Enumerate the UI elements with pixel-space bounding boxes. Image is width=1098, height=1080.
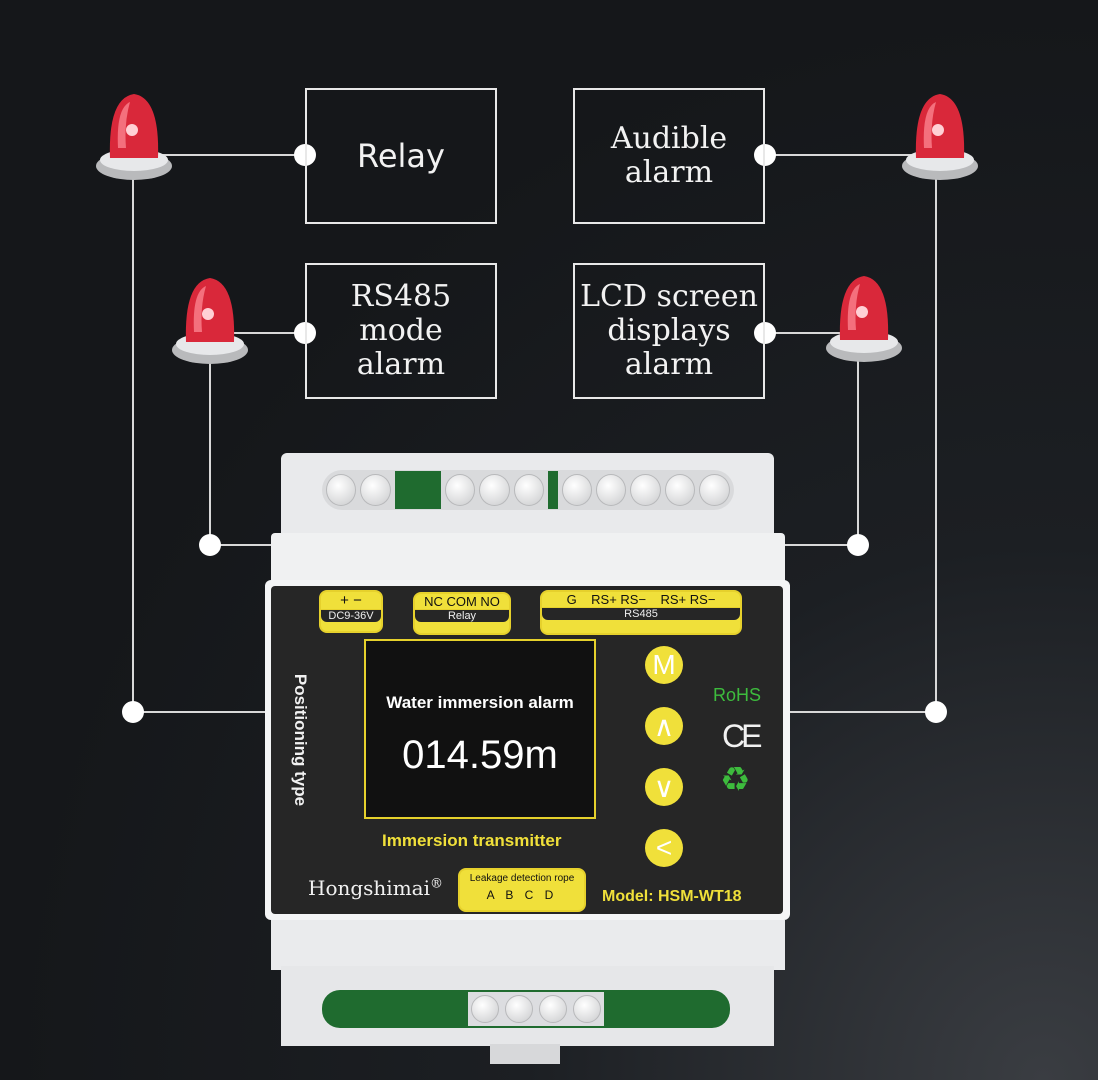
- down-button[interactable]: ∨: [645, 768, 683, 806]
- ce-mark: CE: [722, 718, 763, 754]
- top-terminal-strip: [322, 470, 734, 510]
- audible-alarm-box: Audible alarm: [573, 88, 765, 224]
- terminal-screw-icon: [630, 474, 661, 506]
- terminal-gap: [394, 471, 441, 509]
- terminal-screw-icon: [539, 995, 567, 1023]
- terminal-screw-icon: [326, 474, 357, 506]
- terminal-gap: [548, 471, 558, 509]
- power-label: + − DC9-36V: [319, 590, 383, 633]
- terminal-screw-icon: [513, 474, 545, 506]
- brand-name: Hongshimai®: [308, 876, 443, 900]
- device-lower-housing: [271, 920, 785, 970]
- left-button[interactable]: <: [645, 829, 683, 867]
- leakage-rope-label: Leakage detection rope A B C D: [458, 868, 586, 912]
- screen-value: 014.59m: [402, 733, 558, 777]
- terminal-screw-icon: [471, 995, 499, 1023]
- alarm-lamp-icon: [826, 276, 902, 362]
- terminal-screw-icon: [505, 995, 533, 1023]
- screen-title: Water immersion alarm: [386, 693, 574, 712]
- din-rail-clip: [490, 1044, 560, 1064]
- device-caption: Immersion transmitter: [382, 831, 562, 850]
- mode-button[interactable]: M: [645, 646, 683, 684]
- rohs-mark: RoHS: [713, 685, 762, 705]
- rs485-terminal-label: G RS+ RS− RS+ RS− RS485: [540, 590, 742, 635]
- terminal-screw-icon: [479, 474, 510, 506]
- alarm-lamp-icon: [96, 94, 172, 180]
- positioning-type-label: Positioning type: [291, 673, 310, 807]
- lcd-alarm-box: LCD screen displays alarm: [573, 263, 765, 399]
- terminal-screw-icon: [360, 474, 391, 506]
- lcd-screen: Water immersion alarm 014.59m: [364, 639, 596, 819]
- relay-box: Relay: [305, 88, 497, 224]
- terminal-screw-icon: [699, 474, 730, 506]
- device-shoulder: [271, 533, 785, 585]
- terminal-screw-icon: [561, 474, 592, 506]
- up-button[interactable]: ∧: [645, 707, 683, 745]
- recycle-icon: ♻: [720, 760, 751, 800]
- terminal-screw-icon: [664, 474, 696, 506]
- alarm-lamp-icon: [902, 94, 978, 180]
- rs485-alarm-box: RS485 mode alarm: [305, 263, 497, 399]
- alarm-lamp-icon: [172, 278, 248, 364]
- relay-terminal-label: NC COM NO Relay: [413, 592, 511, 635]
- model-label: Model: HSM-WT18: [602, 888, 742, 905]
- bottom-terminal-block: [468, 992, 604, 1026]
- terminal-screw-icon: [596, 474, 627, 506]
- terminal-screw-icon: [573, 995, 601, 1023]
- terminal-screw-icon: [444, 474, 476, 506]
